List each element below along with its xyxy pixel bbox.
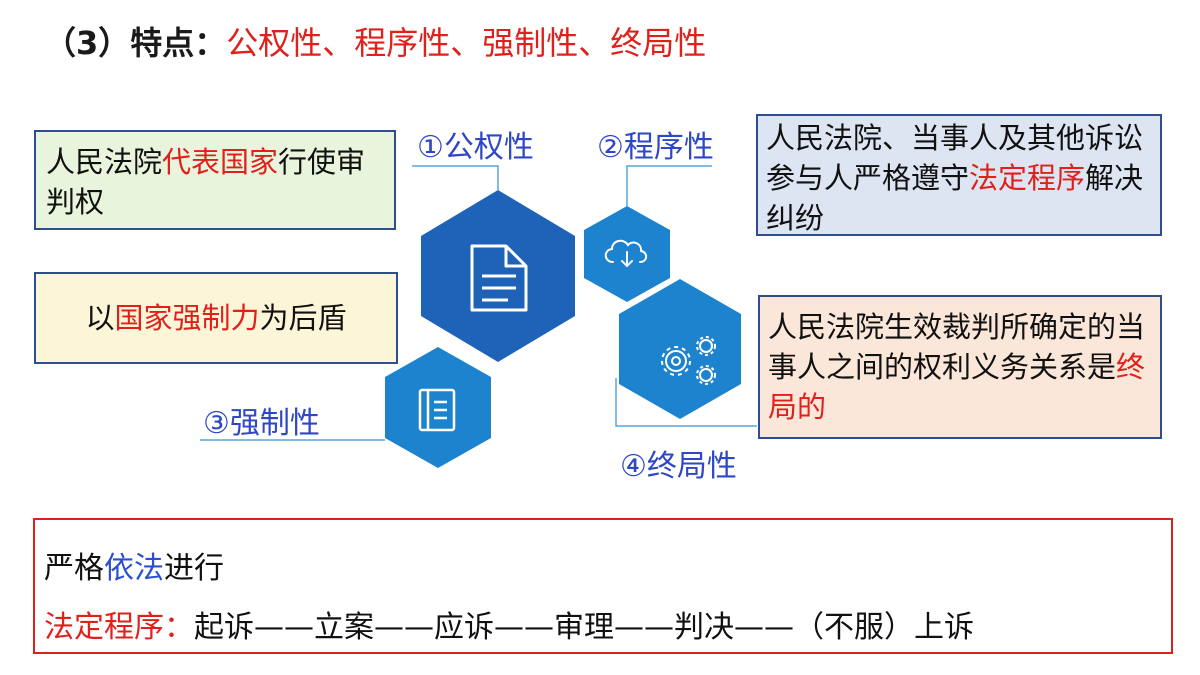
connector-finality: [615, 378, 757, 427]
box-public-power-text1: 人民法院: [46, 145, 163, 179]
label-public-power: ①公权性: [417, 130, 534, 165]
bottom-line2-label: 法定程序：: [44, 610, 194, 645]
box-coercive-text1: 以: [85, 301, 115, 335]
book-icon: [418, 388, 456, 432]
box-procedural-text2: 解决纠纷: [766, 161, 1144, 235]
bottom-line1-text2: 进行: [164, 551, 224, 586]
bottom-line2-steps: 起诉——立案——应诉——审理——判决——（不服）上诉: [194, 610, 974, 645]
box-public-power-highlight: 代表国家: [162, 145, 279, 179]
bottom-line-lawful: 严格依法进行: [44, 543, 224, 587]
bottom-line1-text1: 严格: [44, 551, 104, 586]
bottom-panel: [33, 518, 1173, 654]
cloud-download-icon: [604, 239, 648, 268]
title-prefix: （3）特点：: [44, 24, 227, 62]
document-icon: [470, 244, 528, 312]
hex-finality: [619, 279, 741, 419]
box-procedural-text1: 人民法院、当事人及其他诉讼参与人严格遵守: [766, 121, 1144, 195]
hex-procedural: [584, 206, 670, 302]
box-coercive-text2: 为后盾: [259, 301, 347, 335]
box-coercive-highlight: 国家强制力: [114, 301, 260, 335]
page-title: （3）特点：公权性、程序性、强制性、终局性: [44, 18, 706, 64]
box-finality-text1: 人民法院生效裁判所确定的当事人之间的权利义务关系是: [768, 310, 1146, 384]
box-procedural-highlight: 法定程序: [969, 161, 1086, 195]
label-finality: ④终局性: [620, 449, 737, 484]
hex-coercive: [385, 347, 491, 468]
box-public-power-text2: 行使审判权: [46, 145, 366, 219]
gears-icon: [661, 336, 716, 385]
connector-procedural: [626, 165, 712, 206]
hex-public-power: [421, 190, 575, 362]
bottom-line1-highlight: 依法: [104, 551, 164, 586]
box-public-power: 人民法院代表国家行使审判权: [34, 130, 396, 230]
title-features: 公权性、程序性、强制性、终局性: [226, 24, 707, 62]
bottom-line-procedure: 法定程序：起诉——立案——应诉——审理——判决——（不服）上诉: [44, 602, 974, 646]
box-finality-highlight: 终局的: [768, 350, 1146, 424]
box-finality: 人民法院生效裁判所确定的当事人之间的权利义务关系是终局的: [758, 295, 1162, 439]
box-coercive: 以国家强制力为后盾: [34, 272, 398, 364]
connector-public-power: [412, 165, 499, 190]
box-procedural: 人民法院、当事人及其他诉讼参与人严格遵守法定程序解决纠纷: [756, 114, 1162, 236]
label-procedural: ②程序性: [597, 130, 714, 165]
label-coercive: ③强制性: [203, 406, 320, 441]
